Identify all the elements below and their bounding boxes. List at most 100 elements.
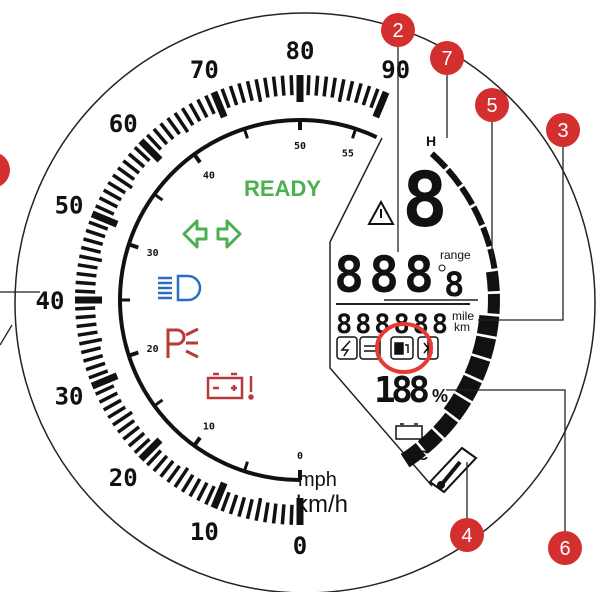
- turn-signal-icon: [182, 219, 242, 249]
- kmh-tick: [237, 496, 247, 518]
- temp-bar-segment: [433, 412, 459, 438]
- kmh-tick: [98, 391, 119, 404]
- parking-light-icon: [166, 327, 199, 359]
- kmh-label: 80: [286, 37, 315, 65]
- kmh-tick: [254, 78, 263, 103]
- status-icons: [336, 336, 439, 360]
- callout-number: 7: [441, 48, 452, 70]
- kmh-tick: [111, 410, 134, 427]
- mph-label: 50: [294, 141, 306, 152]
- kmh-tick: [77, 330, 98, 337]
- highlight-circle: [375, 322, 433, 374]
- kmh-tick: [85, 361, 106, 372]
- kmh-label: 40: [36, 287, 65, 315]
- warning-triangle-icon: [367, 199, 395, 225]
- kmh-tick: [228, 494, 239, 515]
- kmh-tick: [94, 384, 115, 396]
- kmh-tick: [280, 504, 286, 525]
- kmh-tick: [369, 88, 380, 109]
- kmh-tick: [204, 485, 216, 506]
- battery-warning-icon: [206, 372, 254, 400]
- kmh-label: 20: [109, 464, 138, 492]
- kmh-tick: [75, 289, 96, 294]
- kmh-tick: [82, 237, 104, 247]
- kmh-tick: [78, 254, 103, 263]
- kmh-tick: [77, 263, 98, 270]
- kmh-label: 0: [293, 532, 307, 560]
- temp-bar-segment: [487, 293, 500, 314]
- range-display: 888: [334, 246, 434, 304]
- kmh-tick: [133, 437, 151, 455]
- kmh-tick: [210, 90, 228, 119]
- kmh-tick: [188, 102, 202, 122]
- kmh-tick: [127, 431, 146, 448]
- kmh-tick: [228, 85, 239, 106]
- mph-tick: [192, 436, 202, 447]
- temp-bar-segment: [464, 355, 491, 381]
- kmh-tick: [145, 133, 163, 151]
- kmh-tick: [138, 138, 163, 163]
- callout-6: [548, 531, 582, 565]
- degree-symbol: [438, 264, 446, 272]
- mph-tick: [192, 153, 202, 164]
- kmh-tick: [76, 322, 97, 329]
- kmh-tick: [263, 502, 270, 523]
- fuel-pump-icon: [390, 336, 414, 360]
- kmh-tick: [372, 90, 390, 119]
- kmh-ticks: [75, 75, 390, 525]
- kmh-tick: [220, 491, 231, 512]
- kmh-label: 90: [381, 56, 410, 84]
- charging-icon: [336, 336, 358, 360]
- kmh-tick: [330, 77, 337, 98]
- kmh-tick: [90, 372, 119, 390]
- temp-bar-segment: [443, 393, 472, 421]
- kmh-tick: [173, 466, 190, 489]
- mph-label: 30: [147, 248, 159, 259]
- kmh-tick: [180, 473, 195, 493]
- mph-tick: [128, 242, 139, 250]
- kmh-tick: [245, 80, 254, 102]
- kmh-tick: [122, 425, 141, 441]
- callout-7: [430, 41, 464, 75]
- mph-tick: [351, 128, 358, 139]
- mph-tick: [153, 398, 164, 408]
- kmh-tick: [80, 346, 102, 355]
- callout-5: [475, 88, 509, 122]
- percent-sign: %: [432, 386, 448, 406]
- temp-low-label: C: [418, 447, 428, 463]
- callout-number: 5: [486, 95, 497, 117]
- temp-bar-segment: [459, 185, 475, 206]
- mph-label: 10: [203, 421, 215, 432]
- ready-indicator: READY: [244, 176, 321, 201]
- mph-label: 40: [203, 171, 215, 182]
- kmh-tick: [280, 75, 286, 96]
- kmh-tick: [145, 449, 163, 467]
- gear-display: 8: [402, 155, 448, 244]
- temp-bar-segment: [476, 315, 500, 337]
- kmh-tick: [196, 481, 209, 502]
- kmh-tick: [138, 437, 163, 462]
- kmh-tick: [173, 111, 190, 134]
- kmh-tick: [78, 337, 103, 346]
- temp-bar-segment: [455, 374, 482, 402]
- kmh-tick: [361, 85, 372, 106]
- leader-lines: [0, 40, 566, 538]
- kmh-tick: [210, 481, 228, 510]
- callout-number: 3: [557, 120, 568, 142]
- kmh-tick: [80, 245, 102, 254]
- thermometer-icon: [428, 446, 478, 494]
- kmh-tick: [166, 464, 181, 484]
- headlight-icon: [158, 274, 202, 302]
- kmh-tick: [204, 94, 216, 115]
- callout-2: [381, 13, 415, 47]
- mph-tick: [128, 350, 139, 358]
- battery-percent-display: 188: [374, 370, 430, 411]
- mph-tick: [242, 461, 249, 472]
- kmh-tick: [102, 398, 122, 412]
- range-decimal: 8: [444, 265, 464, 305]
- kmh-tick: [94, 204, 115, 216]
- kmh-tick: [90, 210, 119, 228]
